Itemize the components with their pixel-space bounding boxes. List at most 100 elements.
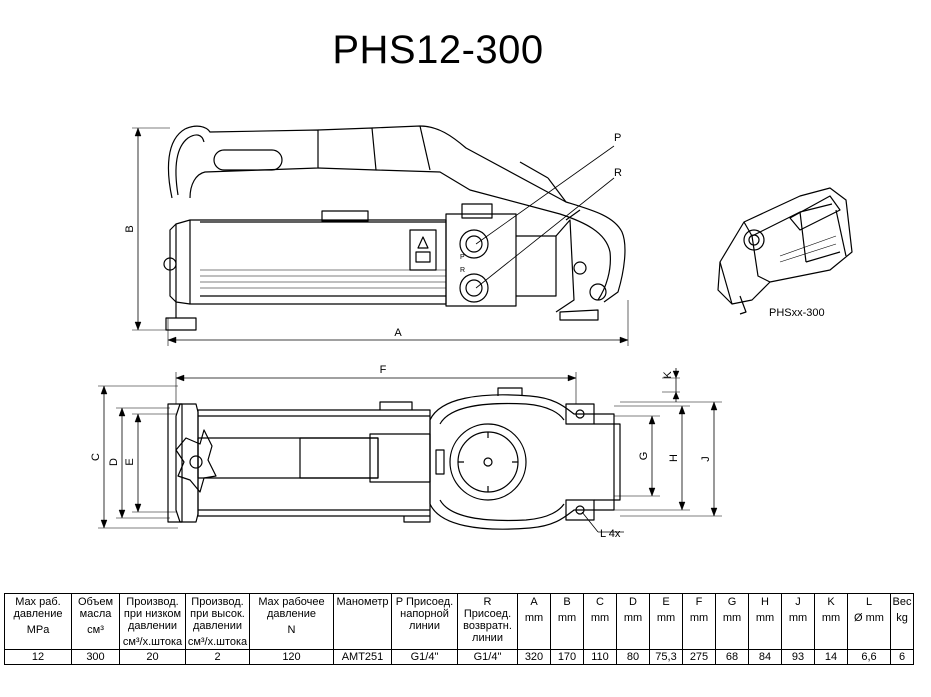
dim-label-k: K — [662, 371, 674, 379]
column-unit: Ø mm — [854, 612, 884, 624]
column-header-label: L — [865, 596, 873, 608]
table-cell: 170 — [550, 649, 584, 665]
column-header-label: Вес — [892, 596, 912, 608]
column-header-label: A — [530, 596, 538, 608]
column-unit: mm — [689, 612, 709, 624]
handle-grip — [213, 149, 283, 171]
table-cell: G1/4" — [457, 649, 518, 665]
port-label-p: P — [614, 132, 621, 144]
column-header-label: Производ. при низком давлении — [123, 596, 182, 632]
leader-r — [475, 177, 615, 289]
table-cell: 93 — [781, 649, 815, 665]
pump-arm — [371, 125, 626, 303]
leader-p — [475, 145, 615, 245]
dim-label-b: B — [124, 225, 136, 232]
column-header-label: G — [727, 596, 737, 608]
inset-iso-view — [717, 187, 853, 315]
column-unit: mm — [590, 612, 610, 624]
handle-rod-top — [197, 437, 379, 479]
pressure-gauge — [449, 423, 527, 501]
column-header-label: F — [695, 596, 703, 608]
column-header-label: J — [795, 596, 801, 608]
table-cell: G1/4" — [391, 649, 458, 665]
page-title: PHS12-300 — [332, 28, 544, 72]
column-unit: N — [287, 624, 296, 636]
table-cell: 20 — [119, 649, 186, 665]
port-mark-r: R — [460, 267, 465, 274]
column-header-label: H — [761, 596, 769, 608]
table-cell: 84 — [748, 649, 782, 665]
column-unit: mm — [722, 612, 742, 624]
dim-label-h: H — [668, 454, 680, 462]
column-header-label: K — [827, 596, 835, 608]
warning-label — [409, 229, 437, 271]
table-cell: 68 — [715, 649, 749, 665]
dim-label-d: D — [108, 458, 120, 466]
table-cell: 320 — [517, 649, 551, 665]
mount-hole — [575, 409, 585, 419]
oil-reservoir — [189, 219, 447, 305]
pump-block — [445, 213, 517, 307]
dim-label-e: E — [124, 458, 136, 465]
column-unit: mm — [656, 612, 676, 624]
port-label-r: R — [614, 167, 622, 179]
dim-label-g: G — [638, 452, 650, 461]
column-unit: см³ — [87, 624, 104, 636]
table-cell: 2 — [185, 649, 250, 665]
column-header-label: Манометр — [336, 596, 389, 608]
table-cell: AMT251 — [333, 649, 392, 665]
table-cell: 75,3 — [649, 649, 683, 665]
end-cap — [175, 219, 191, 305]
column-unit: mm — [557, 612, 577, 624]
table-cell: 275 — [682, 649, 716, 665]
column-header-label: Объем масла — [77, 596, 114, 620]
mount-hole — [575, 505, 585, 515]
column-unit: mm — [821, 612, 841, 624]
end-plate — [175, 403, 199, 523]
inset-caption: PHSxx-300 — [769, 307, 825, 319]
table-cell: 110 — [583, 649, 617, 665]
table-cell: 80 — [616, 649, 650, 665]
table-cell: 12 — [4, 649, 72, 665]
table-cell: 120 — [249, 649, 334, 665]
table-cell: 14 — [814, 649, 848, 665]
port-mark-p: P — [460, 254, 465, 261]
column-unit: см³/х.штока — [122, 636, 183, 648]
side-view — [132, 125, 629, 346]
dim-label-a: A — [394, 327, 402, 339]
column-header: R Присоед. возвратн. линии — [457, 593, 518, 650]
column-header-label: Max рабочее давление — [258, 596, 325, 620]
column-header-label: P Присоед. напорной линии — [395, 596, 454, 632]
left-foot — [165, 317, 197, 331]
reservoir-top — [197, 409, 431, 517]
column-header-label: D — [629, 596, 637, 608]
column-header: Объем масла см³ — [71, 593, 120, 650]
column-unit: mm — [788, 612, 808, 624]
column-unit: mm — [755, 612, 775, 624]
column-header: Вес kg — [890, 593, 914, 650]
column-header: L Ø mm — [847, 593, 891, 650]
dim-label-c: C — [90, 453, 102, 461]
column-unit: mm — [623, 612, 643, 624]
table-cell: 6,6 — [847, 649, 891, 665]
column-header-label: B — [563, 596, 571, 608]
pump-handle — [167, 125, 319, 199]
column-header: P Присоед. напорной линии — [391, 593, 458, 650]
column-unit: kg — [896, 612, 908, 624]
column-header-label: C — [596, 596, 604, 608]
